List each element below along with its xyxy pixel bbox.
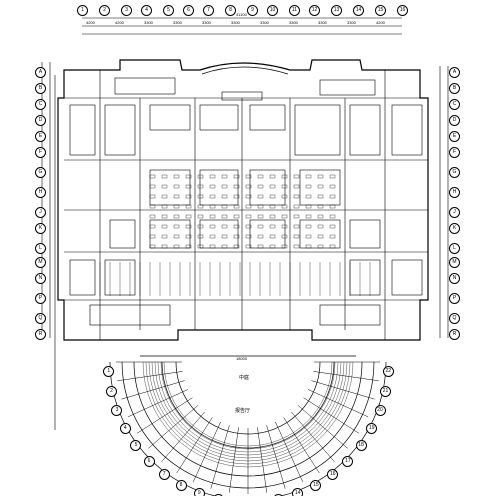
axis-bubble-right-R: R [449,329,460,340]
axis-bubble-arc-20: 20 [374,405,386,416]
axis-bubble-left-H: H [35,187,46,198]
center-label-hall: 报告厅 [235,408,251,414]
top-dimension-3: 3300 [144,20,153,25]
axis-bubble-left-F: F [35,147,46,158]
axis-bubble-right-C: C [449,99,460,110]
axis-bubble-top-14: 14 [353,5,364,16]
axis-bubble-left-A: A [35,67,46,78]
axis-bubble-arc-3: 3 [111,405,123,416]
axis-bubble-right-M: M [449,257,460,268]
axis-bubble-left-Q: Q [35,313,46,324]
axis-bubble-arc-21: 21 [380,385,392,397]
axis-bubble-left-G: G [35,167,46,178]
axis-bubble-top-15: 15 [375,5,386,16]
center-dimension: 18000 [236,356,248,361]
axis-bubble-top-6: 6 [183,5,194,16]
axis-bubble-top-8: 8 [225,5,236,16]
center-label-atrium: 中庭 [239,375,250,381]
axis-bubble-right-J: J [449,207,460,218]
axis-bubble-arc-16: 16 [327,468,339,480]
top-dimension-7: 3300 [260,20,269,25]
axis-bubble-arc-9: 9 [193,488,205,496]
axis-bubble-right-A: A [449,67,460,78]
axis-bubble-top-12: 12 [309,5,320,16]
axis-bubble-arc-15: 15 [310,479,322,491]
top-dimension-8: 3300 [289,20,298,25]
axis-bubble-arc-19: 19 [366,423,378,435]
axis-bubble-top-11: 11 [289,5,300,16]
top-dimension-4: 3300 [173,20,182,25]
axis-bubble-right-P: P [449,293,460,304]
top-dimension-5: 3300 [202,20,211,25]
axis-bubble-arc-6: 6 [143,455,155,467]
axis-bubble-left-J: J [35,207,46,218]
axis-bubble-top-4: 4 [141,5,152,16]
axis-bubble-top-13: 13 [331,5,342,16]
axis-bubble-right-K: K [449,223,460,234]
axis-bubble-top-3: 3 [121,5,132,16]
axis-bubble-arc-5: 5 [130,440,142,452]
top-dimension-11: 4200 [376,20,385,25]
top-dimension-10: 3300 [347,20,356,25]
axis-bubble-arc-22: 22 [382,365,394,377]
axis-bubble-top-2: 2 [99,5,110,16]
axis-bubble-left-N: N [35,273,46,284]
axis-bubble-left-L: L [35,243,46,254]
axis-bubble-right-G: G [449,167,460,178]
top-total-dimension: 41100 [236,12,247,17]
axis-bubble-left-C: C [35,99,46,110]
axis-bubble-left-E: E [35,131,46,142]
axis-bubble-right-D: D [449,115,460,126]
axis-bubble-left-R: R [35,329,46,340]
axis-bubble-right-H: H [449,187,460,198]
axis-bubble-right-N: N [449,273,460,284]
axis-bubble-arc-8: 8 [175,479,187,491]
axis-bubble-left-K: K [35,223,46,234]
axis-bubble-arc-7: 7 [158,468,170,480]
axis-bubble-left-M: M [35,257,46,268]
top-dimension-6: 3300 [231,20,240,25]
axis-bubble-left-P: P [35,293,46,304]
top-dimension-2: 4200 [115,20,124,25]
axis-bubble-arc-2: 2 [105,385,117,397]
axis-bubble-left-D: D [35,115,46,126]
axis-bubble-right-F: F [449,147,460,158]
axis-bubble-right-B: B [449,83,460,94]
top-dimension-1: 4200 [86,20,95,25]
axis-bubble-right-Q: Q [449,313,460,324]
axis-bubble-right-L: L [449,243,460,254]
axis-bubble-top-9: 9 [247,5,258,16]
axis-bubble-top-7: 7 [203,5,214,16]
axis-bubble-top-10: 10 [267,5,278,16]
axis-bubble-arc-14: 14 [292,488,304,496]
axis-bubble-top-16: 16 [397,5,408,16]
axis-bubble-top-5: 5 [163,5,174,16]
axis-bubble-right-E: E [449,131,460,142]
axis-bubble-arc-1: 1 [103,365,115,377]
axis-bubble-top-1: 1 [77,5,88,16]
axis-bubble-arc-18: 18 [355,440,367,452]
axis-bubble-arc-17: 17 [342,455,354,467]
axis-bubble-left-B: B [35,83,46,94]
top-dimension-9: 3300 [318,20,327,25]
axis-bubble-arc-4: 4 [119,423,131,435]
